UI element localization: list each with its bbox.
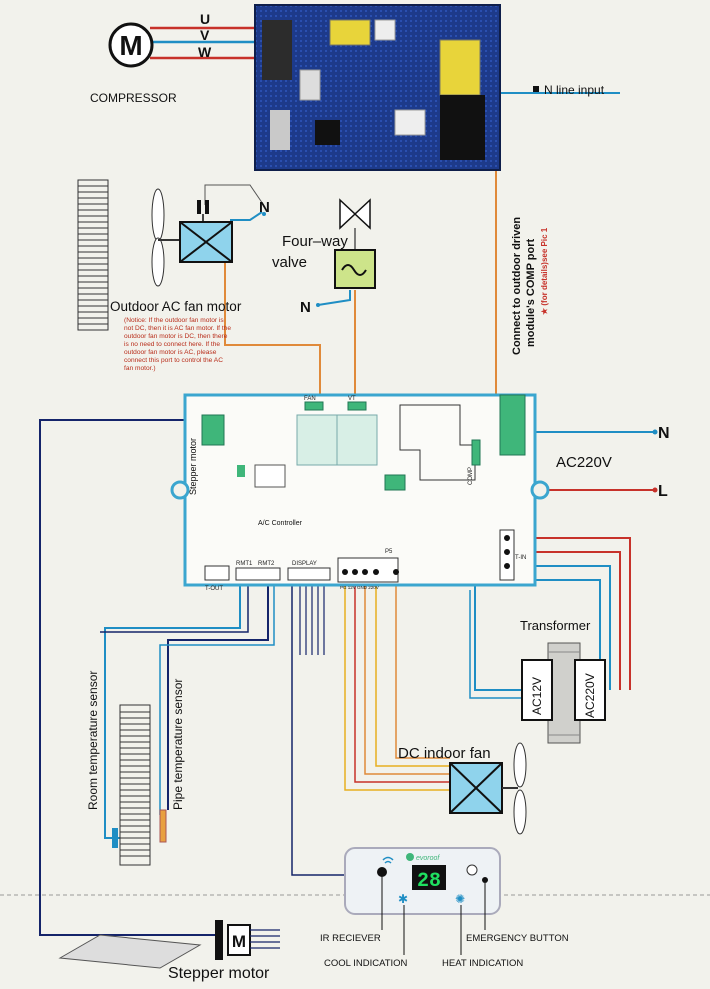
phase-w-label: W [198, 44, 212, 60]
dc-fan-label: DC indoor fan [398, 745, 491, 762]
stepper-motor-bottom: M Stepper motor [58, 920, 280, 982]
pipe-sensor-probe [159, 809, 167, 843]
fan-icon [151, 188, 180, 287]
panel-digits: 28 [417, 870, 441, 893]
comp-note-line3: ★ (for details)see Pic 1 [540, 227, 549, 315]
transformer-left-label: AC12V [530, 677, 544, 715]
n-line-label: N line input [544, 83, 605, 97]
port-comp-label: COMP [468, 467, 474, 485]
port-rmt1-label: RMT1 [236, 561, 253, 567]
outdoor-radiator [77, 179, 109, 331]
panel-brand: evoroof [416, 855, 440, 862]
port-tout-label: T-OUT [205, 586, 223, 592]
notice-line-7: fan motor.) [124, 365, 156, 372]
port-stepper-label: Stepper motor [188, 438, 198, 495]
compressor-label: COMPRESSOR [90, 91, 177, 105]
compressor-symbol: M [119, 30, 142, 61]
fan-icon [502, 742, 527, 835]
comp-port-note: Connect to outdoor driven module's COMP … [511, 217, 549, 355]
port-display-label: DISPLAY [292, 561, 317, 567]
port-rmt2-label: RMT2 [258, 561, 275, 567]
room-sensor-probe [112, 828, 118, 848]
stepper-bottom-label: Stepper motor [168, 965, 270, 982]
notice-line-3: outdoor fan motor is DC, then there [124, 333, 228, 340]
pipe-sensor-label: Pipe temperature sensor [171, 679, 185, 810]
transformer: Transformer AC12V AC220V [520, 618, 606, 744]
dc-indoor-fan: DC indoor fan [398, 742, 527, 835]
valve-label-1: Four–way [282, 233, 348, 250]
heat-sun-icon: ✺ [455, 892, 465, 906]
controller-label: A/C Controller [258, 520, 303, 527]
valve-icon [339, 198, 371, 230]
comp-note-line2: module's COMP port [525, 239, 537, 347]
port-p5-label: P5 [385, 549, 393, 555]
compressor: M COMPRESSOR U V W [90, 11, 212, 105]
notice-line-5: outdoor fan motor is AC, please [124, 349, 217, 356]
valve-n-label: N [300, 299, 311, 316]
emergency-button-label: EMERGENCY BUTTON [466, 933, 569, 944]
power-l-label: L [658, 483, 668, 500]
outdoor-driver-pcb [254, 4, 501, 171]
ac220v-label: AC220V [556, 454, 612, 471]
display-panel: evoroof 28 ✱ ✺ IR RECIEVER COOL INDICATI… [320, 847, 569, 969]
notice-line-4: is no need to connect here. If the [124, 341, 220, 348]
notice-line-1: (Notice: If the outdoor fan motor is [124, 317, 224, 324]
outdoor-fan-label: Outdoor AC fan motor [110, 299, 242, 314]
motor-icon [227, 924, 251, 956]
sensors: Room temperature sensor Pipe temperature… [86, 671, 185, 866]
power-n-label: N [658, 425, 670, 442]
wifi-icon [382, 856, 394, 864]
four-way-valve: Four–way valve N [272, 198, 376, 316]
transformer-label: Transformer [520, 618, 591, 633]
outdoor-fan-n-label: N [259, 199, 270, 216]
emergency-button[interactable] [466, 864, 478, 876]
port-fan-label: FAN [304, 396, 316, 402]
ac220v-input: AC220V N L [556, 425, 670, 500]
transformer-right-label: AC220V [583, 673, 597, 718]
cool-snowflake-icon: ✱ [398, 892, 408, 906]
notice-line-2: not DC, then it is AC fan motor. If the [124, 325, 231, 332]
notice-line-6: connect this port to control the AC [124, 357, 223, 364]
room-sensor-label: Room temperature sensor [86, 671, 100, 810]
phase-u-label: U [200, 11, 210, 27]
cool-indication-label: COOL INDICATION [324, 958, 408, 969]
motor-icon [108, 22, 154, 68]
ac-controller-board: FAN VT COMP Stepper motor A/C Controller… [170, 393, 550, 592]
heat-indication-label: HEAT INDICATION [442, 958, 523, 969]
port-tin-label: T-IN [515, 555, 526, 561]
transformer-icon [521, 642, 606, 744]
comp-note-line1: Connect to outdoor driven [511, 217, 523, 355]
ir-receiver-label: IR RECIEVER [320, 933, 381, 944]
outdoor-fan: N Outdoor AC fan motor (Notice: If the o… [77, 179, 270, 372]
phase-v-label: V [200, 27, 210, 43]
port-vt-label: VT [348, 396, 356, 402]
port-p5-pins: PG 12V GND 220V [340, 585, 379, 590]
stepper-symbol: M [232, 932, 246, 951]
ir-receiver [377, 867, 387, 877]
n-line-input: N line input [533, 83, 605, 97]
valve-label-2: valve [272, 254, 307, 271]
indoor-coil [119, 704, 151, 866]
